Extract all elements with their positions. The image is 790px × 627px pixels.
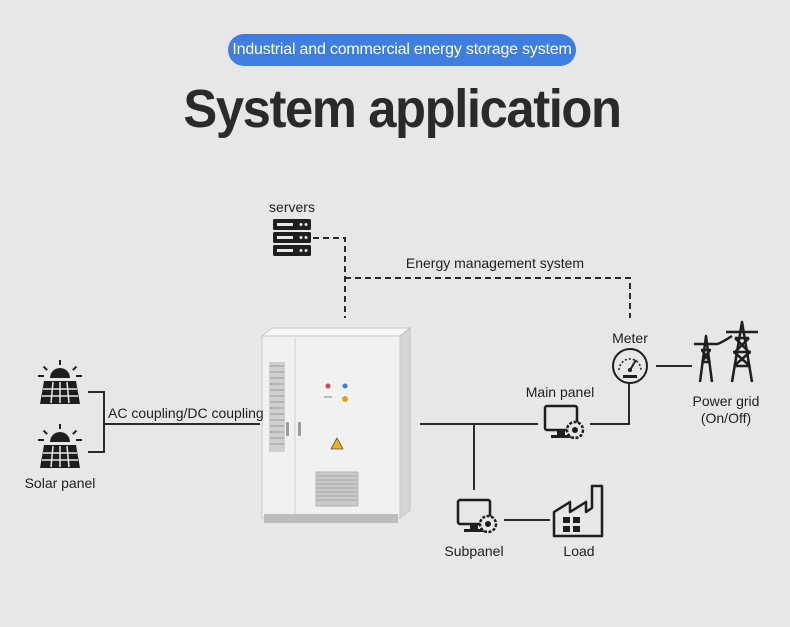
category-badge: Industrial and commercial energy storage…	[228, 34, 576, 66]
load-label: Load	[563, 543, 595, 559]
main-panel-icon	[543, 404, 585, 440]
panel-to-meter	[590, 384, 630, 425]
servers-dashed-link	[313, 237, 346, 318]
servers-icon	[273, 219, 311, 256]
coupling-label: AC coupling/DC coupling	[108, 405, 264, 421]
main-panel-label: Main panel	[525, 384, 595, 400]
energy-storage-cabinet-image	[260, 326, 412, 523]
meter-label: Meter	[612, 330, 648, 346]
solar-bracket	[88, 391, 260, 453]
ems-dashed-link	[345, 277, 631, 318]
factory-load-icon	[552, 484, 604, 538]
servers-label: servers	[269, 199, 315, 215]
page-title: System application	[183, 79, 622, 139]
power-grid-tower-icon	[694, 320, 758, 383]
solar-panel-icon	[38, 360, 82, 404]
ems-label: Energy management system	[405, 255, 585, 271]
power-grid-label-line1: Power grid	[692, 393, 760, 409]
solar-panel-icon	[38, 424, 82, 468]
subpanel-label: Subpanel	[444, 543, 504, 559]
power-grid-label-line2: (On/Off)	[700, 410, 752, 426]
power-grid-label: Power grid (On/Off)	[688, 393, 764, 427]
solar-panel-label: Solar panel	[24, 475, 96, 491]
connection-lines	[88, 237, 692, 521]
subpanel-icon	[456, 498, 498, 534]
meter-icon	[612, 348, 648, 384]
